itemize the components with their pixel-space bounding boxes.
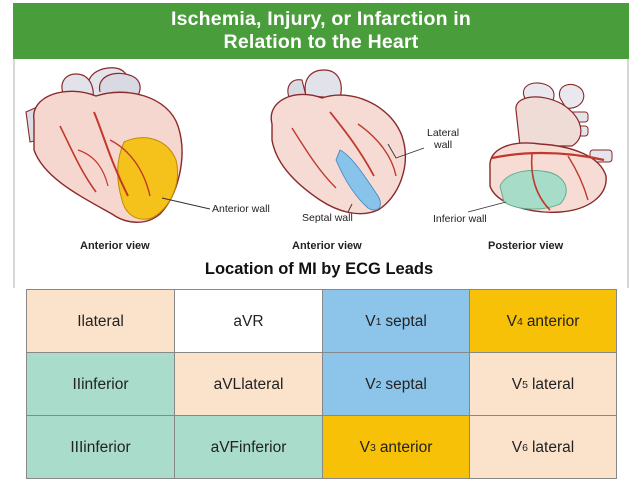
coronary-artery-d bbox=[77, 149, 109, 187]
lead-cell: aVL lateral bbox=[175, 353, 323, 416]
title-line-1: Ischemia, Injury, or Infarction in bbox=[170, 8, 472, 30]
inferior-zone bbox=[499, 170, 567, 210]
coronary-artery-3a bbox=[491, 151, 605, 162]
frame-left-border bbox=[13, 59, 15, 288]
heart-posterior-view bbox=[467, 82, 613, 213]
frame-right-border bbox=[627, 59, 629, 288]
coronary-artery-a bbox=[93, 111, 129, 197]
lead-region: anterior bbox=[379, 439, 433, 456]
lead-name: V bbox=[511, 439, 523, 456]
callout-lateral-line-1: Lateral bbox=[427, 127, 460, 139]
coronary-artery-2c bbox=[357, 123, 397, 177]
lead-region: lateral bbox=[531, 439, 575, 456]
heart-anterior-view-2 bbox=[270, 69, 425, 215]
heart-anterior-view-1 bbox=[25, 67, 211, 223]
ecg-leads-heading: Location of MI by ECG Leads bbox=[204, 260, 434, 278]
coronary-artery-c bbox=[109, 139, 151, 197]
heart-illustrations bbox=[25, 67, 613, 223]
lead-cell: aVR bbox=[175, 290, 323, 353]
coronary-artery-2b bbox=[291, 127, 337, 189]
lead-region: lateral bbox=[531, 376, 575, 393]
lead-name: V bbox=[365, 376, 376, 393]
coronary-artery-b bbox=[59, 125, 97, 193]
lead-name: V bbox=[359, 439, 370, 456]
title-line-2: Relation to the Heart bbox=[223, 31, 419, 53]
lead-name: aVL bbox=[213, 376, 242, 393]
inferior-wall-pointer bbox=[467, 201, 507, 213]
lead-region: septal bbox=[385, 313, 427, 330]
coronary-artery-2a bbox=[329, 111, 375, 177]
lead-name: III bbox=[70, 439, 84, 456]
lead-cell: III inferior bbox=[27, 416, 175, 479]
septal-wall-pointer bbox=[347, 203, 353, 213]
lead-name: I bbox=[77, 313, 82, 330]
coronary-artery-3c bbox=[567, 155, 589, 201]
lead-name: II bbox=[72, 376, 82, 393]
lead-name: V bbox=[511, 376, 523, 393]
anterior-wall-pointer bbox=[161, 197, 211, 210]
lead-region: inferior bbox=[81, 376, 129, 393]
aorta-vessel-2 bbox=[304, 69, 342, 99]
callout-inferior-wall: Inferior wall bbox=[433, 213, 487, 225]
lead-name: V bbox=[365, 313, 376, 330]
lead-name: aVR bbox=[233, 313, 264, 330]
septal-zone bbox=[335, 149, 381, 211]
lead-name: V bbox=[506, 313, 517, 330]
lead-region: lateral bbox=[81, 313, 124, 330]
title-banner: Ischemia, Injury, or Infarction in Relat… bbox=[13, 3, 629, 59]
lead-region: inferior bbox=[239, 439, 287, 456]
lead-region: septal bbox=[385, 376, 427, 393]
lead-cell: I lateral bbox=[27, 290, 175, 353]
callout-lateral-line-2: wall bbox=[434, 139, 453, 151]
lead-cell: aVF inferior bbox=[175, 416, 323, 479]
great-vessel-b bbox=[558, 83, 585, 109]
callout-septal-wall: Septal wall bbox=[302, 212, 353, 224]
lead-cell: II inferior bbox=[27, 353, 175, 416]
lead-region: inferior bbox=[83, 439, 131, 456]
atrial-region bbox=[515, 96, 582, 147]
callout-anterior-wall: Anterior wall bbox=[212, 203, 270, 215]
lead-name: aVF bbox=[210, 439, 240, 456]
callout-lateral-wall: Lateral wall bbox=[427, 127, 459, 151]
view-label-3: Posterior view bbox=[488, 240, 564, 252]
anterior-infarct-zone bbox=[117, 137, 178, 220]
view-label-1: Anterior view bbox=[80, 240, 150, 252]
lead-region: lateral bbox=[241, 376, 284, 393]
lateral-wall-pointer bbox=[387, 143, 425, 159]
coronary-artery-3b bbox=[530, 153, 551, 211]
lead-region: anterior bbox=[526, 313, 580, 330]
view-label-2: Anterior view bbox=[292, 240, 362, 252]
